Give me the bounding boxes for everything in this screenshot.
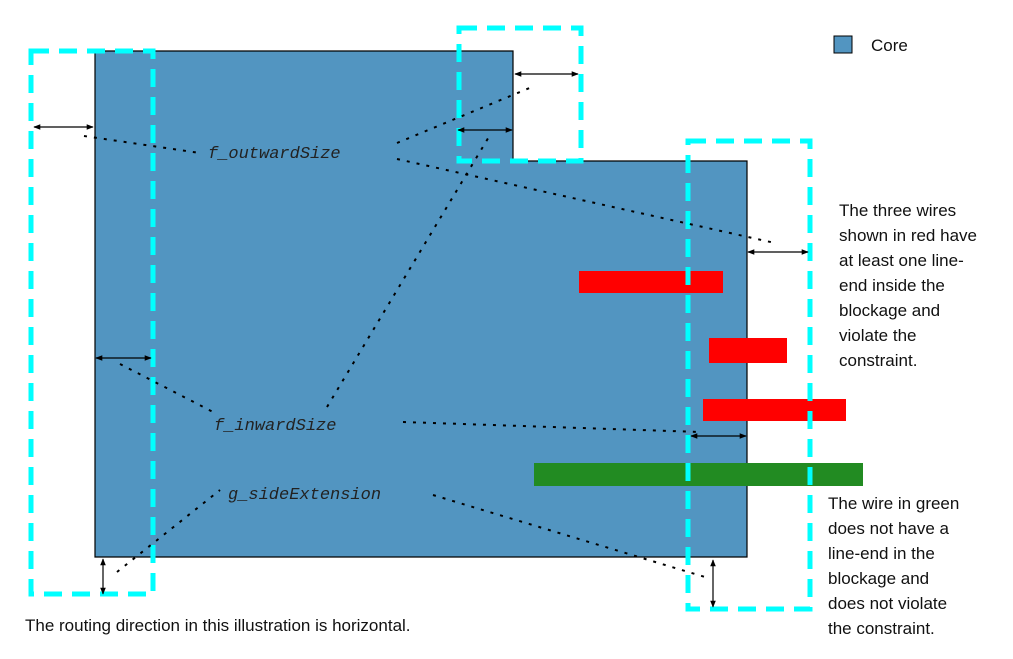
- leader-side-left: [116, 489, 221, 573]
- note-red-line: shown in red have: [839, 226, 977, 245]
- legend-core-label: Core: [871, 36, 908, 55]
- blockage-top-notch: [456, 25, 584, 164]
- note-red-wires: The three wires shown in red have at lea…: [839, 201, 982, 370]
- note-red-line: at least one line-: [839, 251, 964, 270]
- leader-outward-right: [396, 158, 776, 244]
- note-red-line: blockage and: [839, 301, 940, 320]
- leader-side-right: [432, 494, 706, 578]
- note-green-line: does not violate: [828, 594, 947, 613]
- note-green-line: the constraint.: [828, 619, 935, 638]
- leader-inward-notch: [326, 134, 491, 408]
- blockage-right-side: [685, 138, 813, 612]
- red-wire-1[interactable]: [579, 271, 723, 293]
- note-routing-direction: The routing direction in this illustrati…: [25, 616, 411, 635]
- note-green-line: does not have a: [828, 519, 950, 538]
- legend-core-swatch: [833, 35, 853, 54]
- core-region: [94, 50, 748, 558]
- note-red-line: constraint.: [839, 351, 917, 370]
- note-green-line: The wire in green: [828, 494, 959, 513]
- red-wire-2[interactable]: [709, 338, 787, 363]
- label-side-extension: g_sideExtension: [228, 486, 381, 505]
- blockage-left-side: [28, 48, 156, 597]
- leader-outward-notch: [396, 86, 533, 144]
- red-wire-3[interactable]: [703, 399, 846, 421]
- note-green-line: line-end in the: [828, 544, 935, 563]
- note-red-line: violate the: [839, 326, 917, 345]
- label-inward-size: f_inwardSize: [214, 417, 336, 436]
- label-outward-size: f_outwardSize: [208, 145, 341, 164]
- note-green-wire: The wire in green does not have a line-e…: [828, 494, 964, 638]
- note-red-line: end inside the: [839, 276, 945, 295]
- green-wire[interactable]: [534, 463, 863, 486]
- note-green-line: blockage and: [828, 569, 929, 588]
- note-red-line: The three wires: [839, 201, 956, 220]
